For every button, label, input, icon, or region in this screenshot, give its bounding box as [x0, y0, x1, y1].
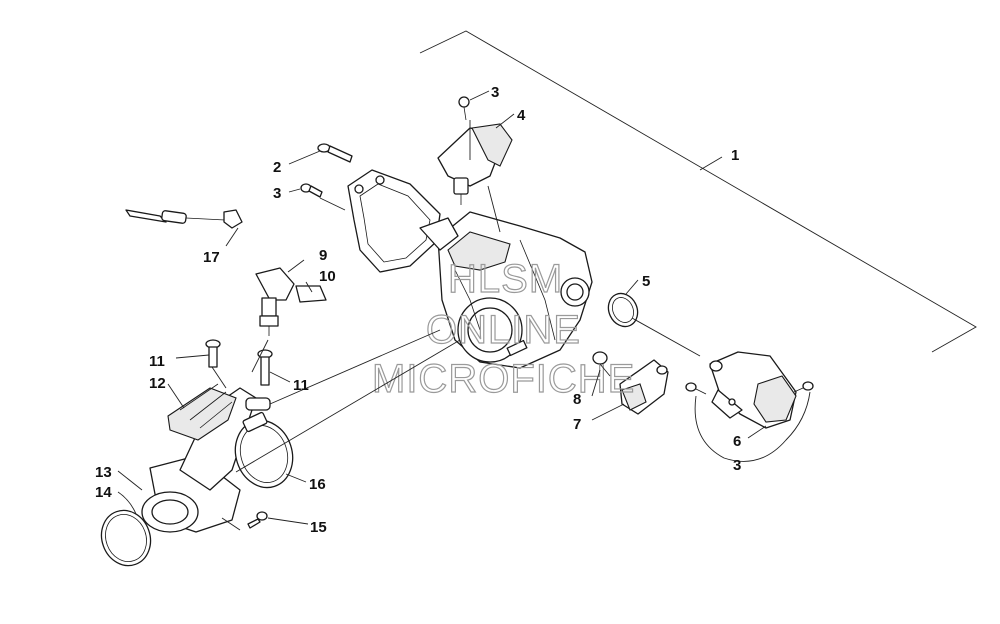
screw-left [300, 183, 323, 198]
bolt-15 [247, 511, 268, 529]
callout-6: 6 [733, 433, 741, 450]
throttle-cover [347, 169, 459, 273]
o-ring-5 [607, 292, 639, 328]
callout-10: 10 [319, 268, 336, 285]
callout-1: 1 [731, 147, 739, 164]
leader-lines [117, 90, 811, 531]
tps-sensor [619, 359, 669, 415]
callout-7: 7 [573, 416, 581, 433]
callout-8: 8 [573, 391, 581, 408]
fuel-injector [255, 267, 295, 336]
map-sensor [437, 123, 513, 205]
o-ring-14 [100, 509, 152, 567]
callout-3-right: 3 [733, 457, 741, 474]
callout-4: 4 [517, 107, 526, 124]
screw-top [458, 96, 470, 121]
intake-manifold [141, 383, 271, 533]
injector-clip [295, 285, 327, 303]
watermark-line-2: ONLINE [426, 308, 581, 352]
callout-16: 16 [309, 476, 326, 493]
throttle-cable [125, 209, 243, 229]
screw-2 [317, 143, 353, 163]
screw-right-a [685, 382, 707, 395]
callout-13: 13 [95, 464, 112, 481]
callout-3-left: 3 [273, 185, 281, 202]
bolt-11-upper [205, 339, 221, 368]
watermark-line-3: MICROFICHE [372, 357, 635, 401]
screw-right-b [793, 381, 814, 393]
throttle-body [437, 211, 593, 369]
bolt-11-lower [257, 349, 273, 386]
callout-9: 9 [319, 247, 327, 264]
callout-12: 12 [149, 375, 166, 392]
callout-11-lower: 11 [293, 377, 309, 394]
callout-3-top: 3 [491, 84, 499, 101]
callout-17: 17 [203, 249, 220, 266]
assembly-bracket [419, 30, 977, 353]
leader-1 [699, 156, 723, 171]
callout-labels: 1 2 3 3 3 4 5 6 7 8 9 10 11 11 12 13 14 … [95, 84, 741, 536]
hose-clamp [234, 411, 294, 489]
watermark-line-1: HLSM [448, 257, 563, 301]
callout-11-upper: 11 [149, 353, 165, 370]
watermark: HLSM ONLINE MICROFICHE [371, 256, 635, 401]
callout-2: 2 [273, 159, 281, 176]
callout-14: 14 [95, 484, 112, 501]
callout-5: 5 [642, 273, 650, 290]
idle-air-control-valve [709, 351, 797, 429]
callout-15: 15 [310, 519, 327, 536]
